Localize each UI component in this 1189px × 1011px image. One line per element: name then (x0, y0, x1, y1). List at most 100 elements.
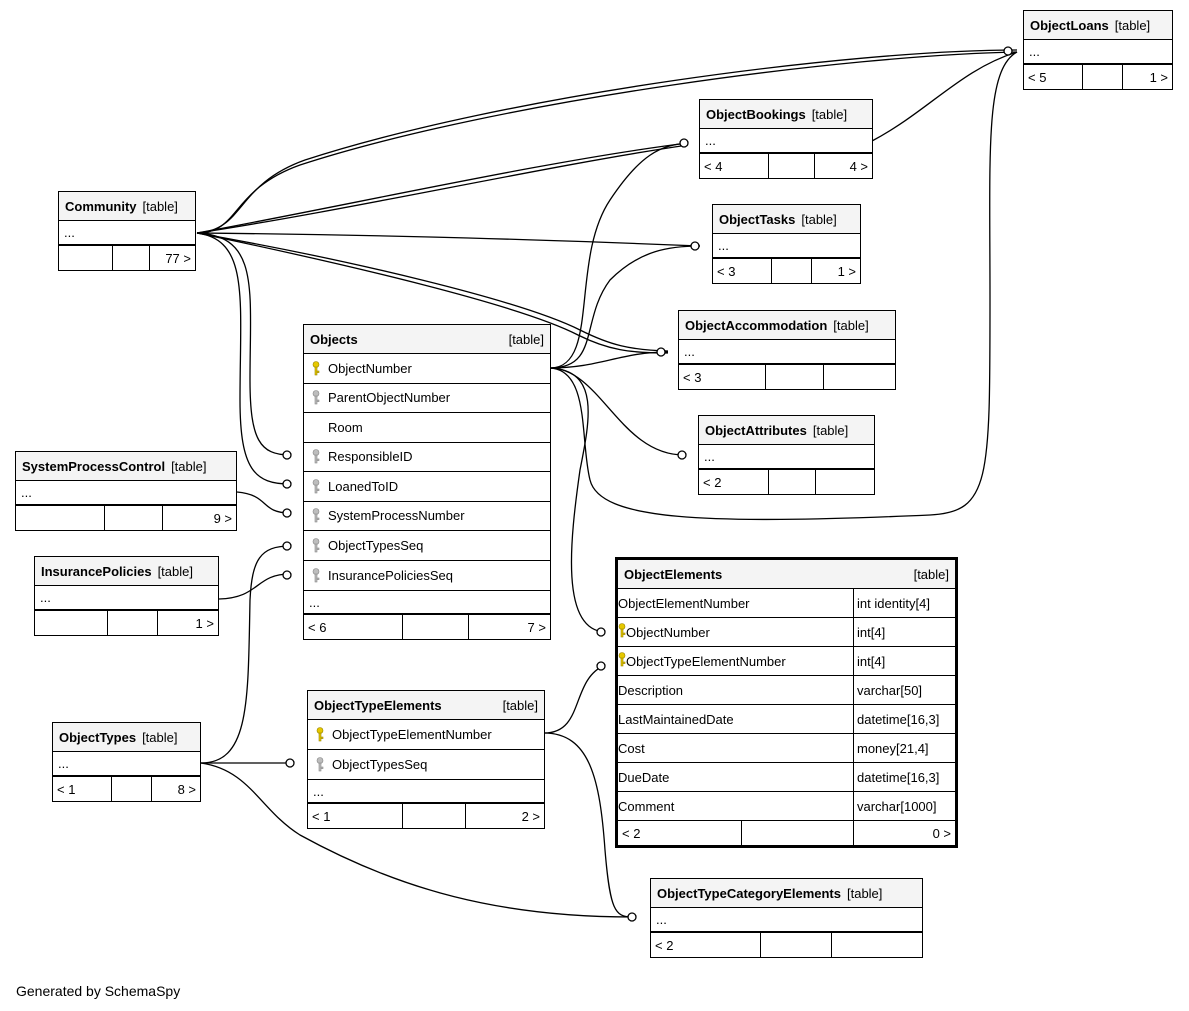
table-type-tag: [table] (171, 458, 207, 474)
rows-count (761, 933, 833, 957)
parents-count: < 2 (699, 470, 770, 494)
column-name: SystemProcessNumber (328, 508, 465, 524)
table-type-tag: [table] (833, 317, 869, 333)
rows-count (105, 506, 164, 530)
column-name-cell: Description (618, 676, 854, 704)
primary-key-icon (304, 360, 328, 376)
children-count: 7 > (527, 619, 546, 635)
table-name: ObjectLoans (1030, 17, 1109, 33)
table-objectbookings[interactable]: ObjectBookings [table] ... < 4 4 > (699, 99, 873, 179)
parents-count: < 3 (713, 259, 772, 283)
table-objecttypecategoryelements[interactable]: ObjectTypeCategoryElements [table] ... <… (650, 878, 923, 958)
table-objecttypes[interactable]: ObjectTypes [table] ... < 1 8 > (52, 722, 201, 802)
table-insurancepolicies[interactable]: InsurancePolicies [table] ... 1 > (34, 556, 219, 636)
column-name: ObjectTypesSeq (332, 756, 428, 772)
column-name-cell: ObjectNumber (618, 618, 854, 646)
rows-count (113, 246, 151, 270)
children-count: 8 > (177, 781, 196, 797)
edge-objecttypeelements-objectelements (543, 664, 606, 734)
table-header: ObjectElements [table] (618, 560, 955, 589)
table-objectaccommodation[interactable]: ObjectAccommodation [table] ... < 3 (678, 310, 896, 390)
table-objecttasks[interactable]: ObjectTasks [table] ... < 3 1 > (712, 204, 861, 284)
table-objectattributes[interactable]: ObjectAttributes [table] ... < 2 (698, 415, 875, 495)
table-type-tag: [table] (157, 563, 193, 579)
column-row[interactable]: ObjectNumber int[4] (618, 618, 955, 647)
children-count: 9 > (213, 510, 233, 526)
foreign-key-icon (304, 537, 328, 553)
column-row[interactable]: InsurancePoliciesSeq (304, 561, 550, 591)
column-name-cell: Comment (618, 792, 854, 820)
table-type-tag: [table] (812, 422, 849, 438)
rows-count (112, 777, 152, 801)
columns-ellipsis: ... (53, 752, 200, 776)
edge-objects-objectelements (549, 367, 606, 633)
column-name-cell: ObjectTypeElementNumber (618, 647, 854, 675)
table-footer: 1 > (35, 610, 218, 635)
table-name: ObjectElements (624, 566, 723, 582)
edge-community-responsibleid (196, 232, 291, 456)
children-count: 1 > (195, 615, 214, 631)
table-header: ObjectTypeElements [table] (308, 691, 544, 720)
table-systemprocesscontrol[interactable]: SystemProcessControl [table] ... 9 > (15, 451, 237, 531)
parents-count: < 2 (651, 933, 761, 957)
table-name: Community (65, 198, 137, 214)
parents-count (35, 611, 109, 635)
table-header: ObjectTasks [table] (713, 205, 860, 234)
column-name: Description (618, 682, 684, 698)
column-row[interactable]: LoanedToID (304, 472, 550, 502)
foreign-key-icon (304, 390, 328, 405)
table-objectloans[interactable]: ObjectLoans [table] ... < 5 1 > (1023, 10, 1173, 90)
children-count: 2 > (521, 808, 540, 824)
columns-ellipsis: ... (679, 340, 895, 364)
table-name: Objects (310, 331, 358, 347)
table-footer: < 3 (679, 364, 895, 389)
table-community[interactable]: Community [table] ... 77 > (58, 191, 196, 271)
column-row[interactable]: ParentObjectNumber (304, 384, 550, 413)
column-name: ObjectNumber (626, 624, 710, 640)
column-type: int[4] (857, 624, 886, 640)
column-type: int identity[4] (857, 595, 930, 611)
table-header: ObjectLoans [table] (1024, 11, 1172, 40)
column-row[interactable]: ResponsibleID (304, 443, 550, 472)
edge-systemprocesscontrol-objects (236, 491, 291, 514)
columns-ellipsis: ... (1024, 40, 1172, 64)
foreign-key-icon (308, 756, 332, 772)
column-row[interactable]: ObjectTypesSeq (304, 531, 550, 561)
table-header: Objects [table] (304, 325, 550, 354)
table-header: ObjectBookings [table] (700, 100, 872, 129)
column-row[interactable]: ObjectNumber (304, 354, 550, 384)
column-name-cell: Cost (618, 734, 854, 762)
table-type-tag: [table] (846, 885, 883, 901)
column-name: LoanedToID (328, 478, 399, 494)
table-header: ObjectTypes [table] (53, 723, 200, 752)
table-header: ObjectAccommodation [table] (679, 311, 895, 340)
table-objecttypeelements[interactable]: ObjectTypeElements [table] ObjectTypeEle… (307, 690, 545, 829)
column-type: money[21,4] (857, 740, 929, 756)
columns-ellipsis: ... (700, 129, 872, 153)
table-objectelements[interactable]: ObjectElements [table] ObjectElementNumb… (615, 557, 958, 848)
primary-key-icon (618, 623, 626, 641)
table-type-tag: [table] (508, 331, 544, 347)
children-count: 1 > (1149, 69, 1168, 85)
column-row[interactable]: Room (304, 413, 550, 443)
rows-count (766, 365, 824, 389)
column-row[interactable]: ObjectTypesSeq (308, 750, 544, 780)
column-name: ObjectNumber (328, 360, 412, 376)
rows-count (742, 821, 854, 845)
table-type-tag: [table] (913, 566, 949, 582)
column-name: ResponsibleID (328, 449, 413, 465)
table-name: ObjectAttributes (705, 422, 807, 438)
column-row[interactable]: SystemProcessNumber (304, 502, 550, 531)
table-name: ObjectBookings (706, 106, 806, 122)
column-row[interactable]: ObjectTypeElementNumber (308, 720, 544, 750)
column-name: Comment (618, 798, 675, 814)
